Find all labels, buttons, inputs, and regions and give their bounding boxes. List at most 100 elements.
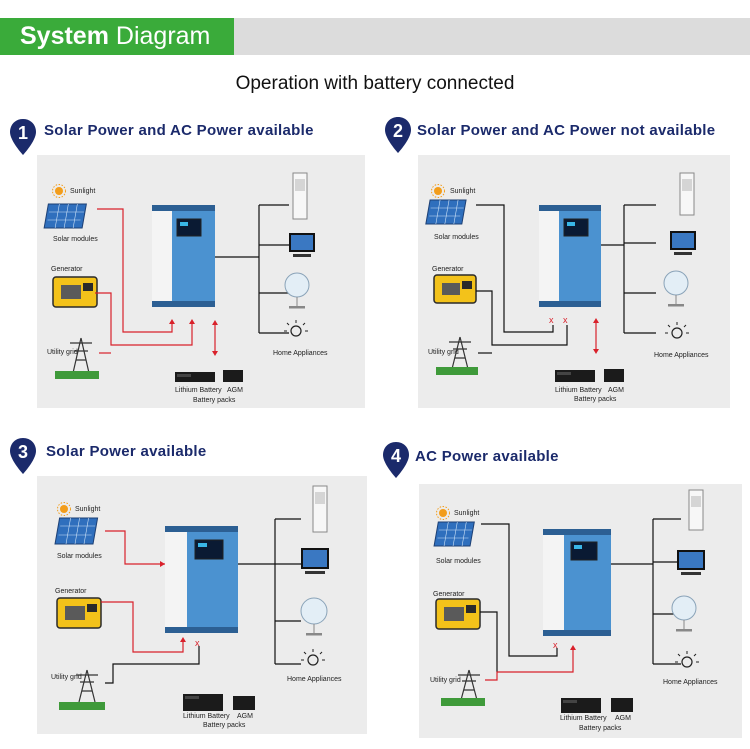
air-conditioner-icon [312, 485, 328, 533]
diagram-panel-3: Sunlight Solar modules Generator Utility… [37, 476, 367, 734]
home-appliances-label: Home Appliances [287, 676, 342, 683]
home-appliances-label: Home Appliances [654, 352, 709, 359]
utility-grid-icon [441, 669, 485, 706]
air-conditioner-icon [679, 172, 695, 216]
diagram-panel-2: Sunlight Solar modules Generator Utility… [418, 155, 730, 408]
generator-label: Generator [433, 591, 465, 598]
solar-panel-icon [433, 521, 475, 547]
battery-packs-label: Battery packs [193, 397, 236, 404]
sunlight-label: Sunlight [454, 510, 479, 517]
sunlight-label: Sunlight [70, 188, 95, 195]
home-appliances-label: Home Appliances [273, 350, 328, 357]
sun-icon [52, 184, 66, 198]
scenario-3-number-icon: 3 [8, 436, 38, 476]
utility-grid-label: Utility grid [51, 674, 82, 681]
generator-label: Generator [432, 266, 464, 273]
light-bulb-icon [284, 320, 308, 337]
scenario-4-title: AC Power available [415, 448, 559, 465]
light-bulb-icon [301, 649, 325, 666]
lithium-battery-label: Lithium Battery [560, 715, 607, 722]
scenario-1-number-icon: 1 [8, 117, 38, 157]
svg-text:2: 2 [393, 121, 403, 141]
utility-grid-label: Utility grid [428, 349, 459, 356]
scenario-2-title: Solar Power and AC Power not available [417, 122, 716, 139]
svg-text:1: 1 [18, 123, 28, 143]
computer-icon [301, 548, 329, 574]
diagram-panel-1: Sunlight Solar modules Generator Utility… [37, 155, 365, 408]
utility-grid-icon [55, 337, 99, 379]
inverter [543, 529, 611, 636]
agm-battery-icon [223, 370, 243, 382]
solar-panel-icon [54, 517, 99, 545]
scenario-1-title: Solar Power and AC Power available [44, 122, 314, 139]
scenario-2-number-icon: 2 [383, 115, 413, 155]
lithium-battery-icon [175, 372, 215, 382]
agm-battery-icon [604, 369, 624, 382]
header-bar: System Diagram [0, 18, 750, 55]
agm-battery-icon [611, 698, 633, 712]
inverter [165, 526, 238, 633]
svg-text:3: 3 [18, 442, 28, 462]
solar-panel-icon [43, 203, 87, 229]
inverter [539, 205, 601, 307]
air-conditioner-icon [292, 172, 308, 220]
light-bulb-icon [675, 651, 699, 668]
lithium-battery-label: Lithium Battery [555, 387, 602, 394]
generator-icon [433, 274, 477, 304]
home-appliances-label: Home Appliances [663, 679, 718, 686]
generator-icon [435, 598, 481, 630]
diagram-panel-4: Sunlight Solar modules Generator Utility… [419, 484, 742, 738]
computer-icon [670, 231, 696, 255]
lithium-battery-icon [561, 698, 601, 713]
utility-grid-label: Utility grid [47, 349, 78, 356]
solar-modules-label: Solar modules [436, 558, 481, 565]
subtitle: Operation with battery connected [235, 73, 515, 94]
scenario-4-number-icon: 4 [381, 440, 411, 480]
generator-label: Generator [51, 266, 83, 273]
utility-grid-label: Utility grid [430, 677, 461, 684]
scenario-3-title: Solar Power available [46, 443, 207, 460]
generator-icon [56, 597, 102, 629]
air-conditioner-icon [688, 489, 704, 531]
header-title-box: System Diagram [0, 18, 234, 55]
x-mark: x [563, 315, 568, 325]
light-bulb-icon [665, 322, 689, 339]
solar-panel-icon [425, 199, 467, 225]
sun-icon [431, 184, 445, 198]
fan-icon [663, 270, 689, 307]
generator-icon [52, 276, 98, 308]
agm-label: AGM [615, 715, 631, 722]
x-mark: x [549, 315, 554, 325]
lithium-battery-label: Lithium Battery [183, 713, 230, 720]
utility-grid-icon [436, 336, 478, 375]
solar-modules-label: Solar modules [57, 553, 102, 560]
agm-label: AGM [237, 713, 253, 720]
generator-label: Generator [55, 588, 87, 595]
lithium-battery-label: Lithium Battery [175, 387, 222, 394]
utility-grid-icon [59, 669, 105, 710]
svg-text:4: 4 [391, 446, 401, 466]
battery-packs-label: Battery packs [579, 725, 622, 732]
battery-packs-label: Battery packs [574, 396, 617, 403]
sun-icon [436, 506, 450, 520]
fan-icon [284, 272, 310, 309]
x-mark: x [195, 638, 200, 648]
sunlight-label: Sunlight [450, 188, 475, 195]
agm-battery-icon [233, 696, 255, 710]
solar-modules-label: Solar modules [53, 236, 98, 243]
fan-icon [671, 595, 697, 632]
agm-label: AGM [227, 387, 243, 394]
lithium-battery-icon [183, 694, 223, 711]
computer-icon [677, 550, 705, 575]
agm-label: AGM [608, 387, 624, 394]
page-title: System Diagram [20, 22, 211, 50]
battery-packs-label: Battery packs [203, 722, 246, 729]
fan-icon [300, 597, 328, 636]
inverter [152, 205, 215, 307]
lithium-battery-icon [555, 370, 595, 382]
sunlight-label: Sunlight [75, 506, 100, 513]
x-mark: x [553, 640, 558, 650]
solar-modules-label: Solar modules [434, 234, 479, 241]
computer-icon [289, 233, 315, 257]
sun-icon [57, 502, 71, 516]
